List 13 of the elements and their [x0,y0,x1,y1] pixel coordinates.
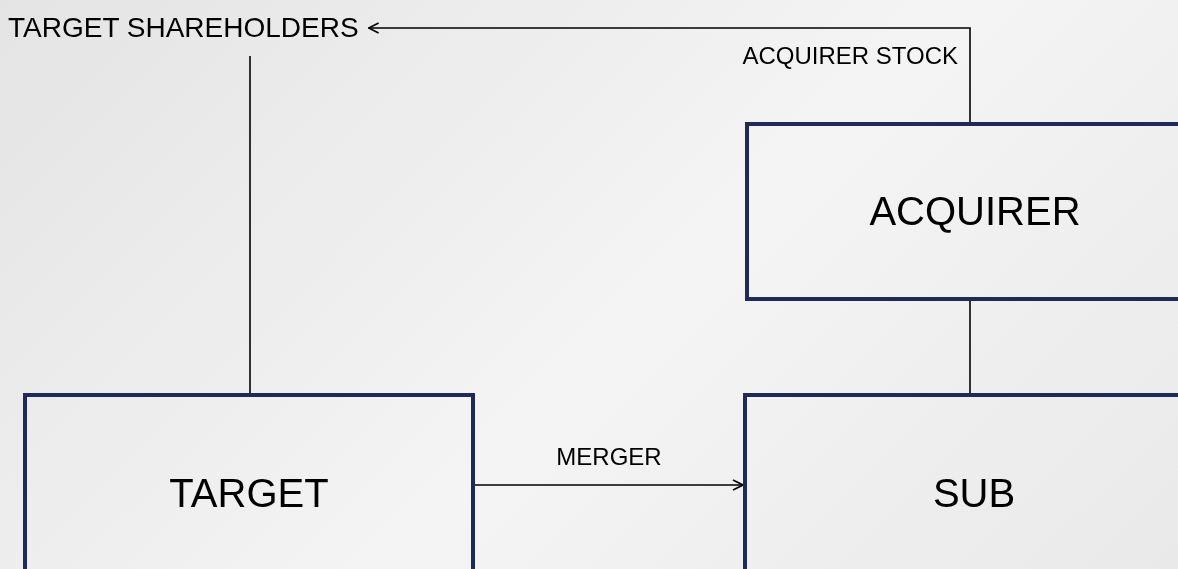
party-label: TARGET SHAREHOLDERS [8,12,359,44]
entity-box [745,122,1178,301]
arrow [367,22,971,123]
edge-label: ACQUIRER STOCK [742,42,958,70]
arrow [474,479,744,491]
edge-label: MERGER [556,443,662,471]
connector-line [969,300,971,394]
entity-box [23,393,475,569]
entity-label: ACQUIRER [869,189,1081,234]
entity-label: SUB [932,470,1016,516]
entity-box [743,393,1178,569]
connector-line [249,55,251,394]
entity-label: TARGET [169,470,329,516]
